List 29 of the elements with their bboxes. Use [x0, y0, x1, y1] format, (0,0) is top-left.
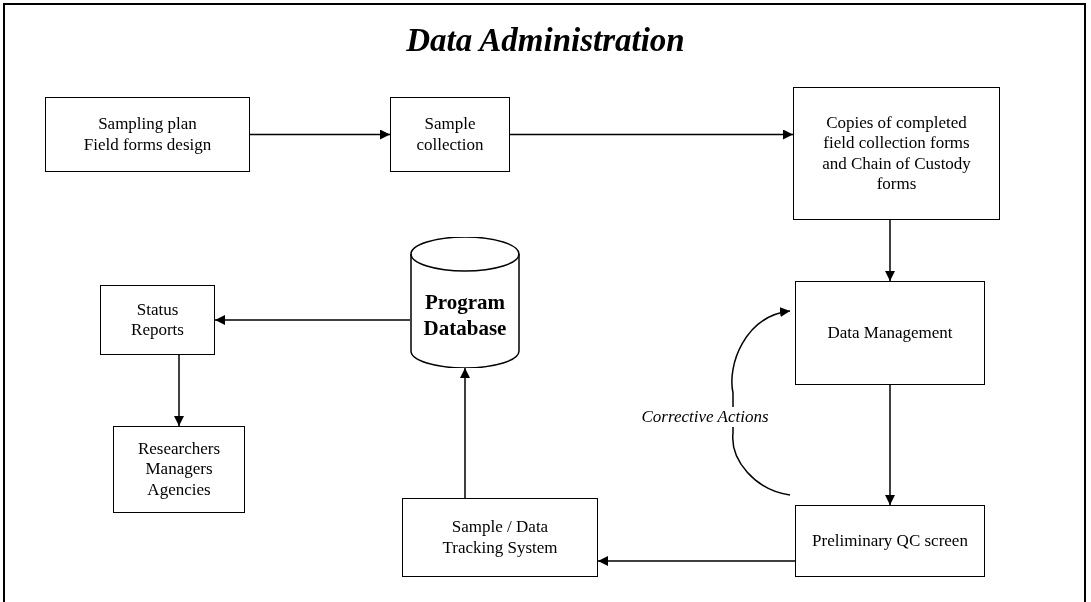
node-label: Data Management — [827, 322, 953, 344]
arrow — [509, 129, 794, 140]
arrow — [885, 384, 895, 506]
arrow — [885, 219, 895, 282]
process-box — [113, 426, 245, 513]
node-label: Sample / Data Tracking System — [441, 517, 559, 558]
node-label: Preliminary QC screen — [812, 530, 968, 552]
node-label: Sampling plan Field forms design — [82, 114, 213, 155]
database-cylinder — [410, 237, 520, 368]
process-box — [100, 285, 215, 355]
arrow — [249, 129, 391, 140]
arrow — [174, 354, 184, 427]
process-box — [795, 505, 985, 577]
curved-arrow — [731, 308, 791, 496]
node-label: Status Reports — [130, 299, 185, 341]
edge-label: Corrective Actions — [639, 407, 771, 427]
title: Data Administration — [406, 22, 685, 59]
arrow — [214, 315, 411, 325]
process-box — [795, 281, 985, 385]
process-box — [390, 97, 510, 172]
process-box — [45, 97, 250, 172]
arrow — [460, 367, 470, 499]
process-box — [402, 498, 598, 577]
node-label: Copies of completed field collection forms and Chain of Custody forms — [821, 112, 972, 195]
node-label: Program Database — [422, 290, 508, 341]
node-label: Researchers Managers Agencies — [136, 438, 222, 501]
node-label: Sample collection — [415, 114, 485, 155]
process-box — [793, 87, 1000, 220]
arrow — [597, 556, 796, 566]
